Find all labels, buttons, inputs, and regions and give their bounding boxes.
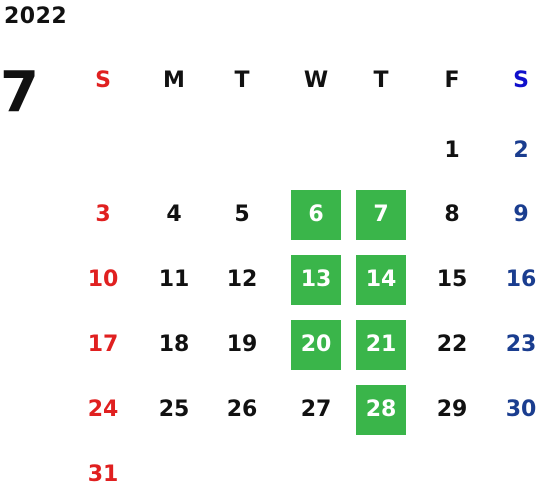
day-cell[interactable]: 12 <box>226 267 258 292</box>
day-cell[interactable]: 4 <box>166 202 182 227</box>
day-cell[interactable]: 15 <box>436 267 468 292</box>
day-cell[interactable]: 2 <box>513 138 529 163</box>
weekday-header: W <box>303 68 329 93</box>
day-cell[interactable]: 16 <box>505 267 537 292</box>
day-cell[interactable]: 3 <box>95 202 111 227</box>
year-label: 2022 <box>4 4 68 29</box>
day-cell-highlighted[interactable]: 13 <box>291 255 341 305</box>
day-cell[interactable]: 17 <box>87 332 119 357</box>
day-cell[interactable]: 25 <box>158 397 190 422</box>
day-cell[interactable]: 30 <box>505 397 537 422</box>
day-cell-highlighted[interactable]: 28 <box>356 385 406 435</box>
day-cell[interactable]: 9 <box>513 202 529 227</box>
day-cell-highlighted[interactable]: 21 <box>356 320 406 370</box>
day-cell[interactable]: 31 <box>87 462 119 487</box>
weekday-header: F <box>444 68 460 93</box>
day-cell[interactable]: 10 <box>87 267 119 292</box>
day-cell[interactable]: 24 <box>87 397 119 422</box>
day-cell[interactable]: 27 <box>300 397 332 422</box>
day-cell[interactable]: 8 <box>444 202 460 227</box>
weekday-header: T <box>234 68 250 93</box>
day-cell[interactable]: 23 <box>505 332 537 357</box>
weekday-header: T <box>373 68 389 93</box>
day-cell[interactable]: 1 <box>444 138 460 163</box>
weekday-header: S <box>513 68 529 93</box>
day-cell-highlighted[interactable]: 7 <box>356 190 406 240</box>
day-cell-highlighted[interactable]: 20 <box>291 320 341 370</box>
day-cell-highlighted[interactable]: 6 <box>291 190 341 240</box>
weekday-header: S <box>95 68 111 93</box>
day-cell-highlighted[interactable]: 14 <box>356 255 406 305</box>
day-cell[interactable]: 5 <box>234 202 250 227</box>
month-label: 7 <box>0 60 39 125</box>
day-cell[interactable]: 11 <box>158 267 190 292</box>
weekday-header: M <box>163 68 185 93</box>
day-cell[interactable]: 18 <box>158 332 190 357</box>
day-cell[interactable]: 29 <box>436 397 468 422</box>
day-cell[interactable]: 26 <box>226 397 258 422</box>
day-cell[interactable]: 19 <box>226 332 258 357</box>
day-cell[interactable]: 22 <box>436 332 468 357</box>
